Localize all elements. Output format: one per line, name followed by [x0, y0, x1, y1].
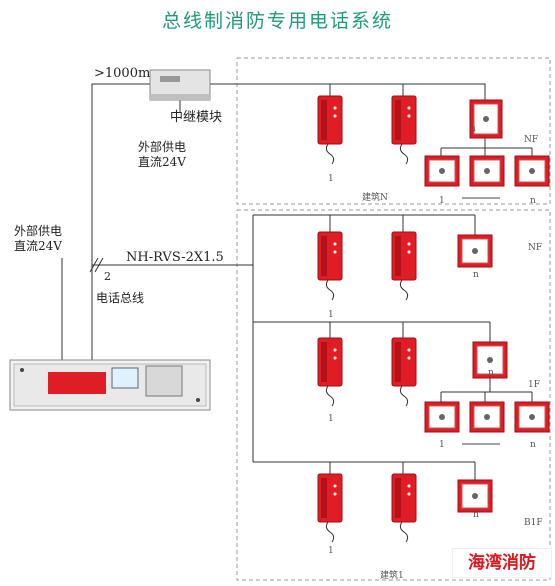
phone-label: 1 — [328, 546, 334, 556]
host-panel — [9, 359, 211, 411]
relay-module — [149, 69, 211, 101]
jack-label: n — [530, 440, 536, 450]
building-1-label: 建筑1 — [380, 571, 404, 581]
cable-count-label: 2 — [104, 270, 111, 283]
building-1-box — [236, 209, 551, 581]
fire-phone-icon — [317, 95, 343, 165]
phone-jack-icon — [457, 234, 493, 268]
fire-phone-icon — [391, 337, 417, 407]
fire-phone-icon — [317, 473, 343, 543]
host-speaker-icon — [48, 372, 106, 394]
jack-label: n — [473, 270, 479, 280]
floor-label-nf-top: NF — [524, 135, 539, 145]
phone-jack-icon — [424, 155, 460, 187]
floor-label-b1f: B1F — [524, 518, 543, 528]
phone-label: 1 — [328, 414, 334, 424]
phone-label: 1 — [328, 174, 334, 184]
floor-label-1f: 1F — [528, 380, 540, 390]
phone-jack-icon — [472, 341, 508, 379]
bus-label: 电话总线 — [96, 291, 145, 305]
floor-label-nf: NF — [528, 243, 543, 253]
jack-label: n — [470, 124, 476, 134]
fire-phone-icon — [317, 337, 343, 407]
phone-jack-icon — [457, 479, 493, 513]
host-keypad-icon — [145, 365, 183, 397]
phone-jack-icon — [469, 401, 505, 433]
phone-label: 1 — [328, 310, 334, 320]
building-n-box — [236, 57, 551, 205]
building-n-label: 建筑N — [362, 193, 388, 203]
jack-label: n — [488, 368, 494, 378]
phone-jack-icon — [424, 401, 460, 433]
jack-label: 1 — [439, 440, 445, 450]
cable-spec-label: NH-RVS-2X1.5 — [126, 250, 224, 265]
host-power-label: 外部供电 直流24V — [14, 224, 63, 253]
distance-label: >1000m — [94, 66, 151, 81]
phone-jack-icon — [469, 99, 503, 139]
fire-phone-icon — [391, 231, 417, 301]
jack-label: 1 — [439, 196, 445, 206]
fire-phone-icon — [391, 473, 417, 543]
jack-label: n — [530, 196, 536, 206]
relay-power-label: 外部供电 直流24V — [138, 140, 187, 169]
phone-jack-icon — [514, 155, 550, 187]
fire-phone-icon — [391, 95, 417, 165]
watermark: 海湾消防 — [452, 548, 552, 578]
phone-jack-icon — [514, 401, 550, 433]
fire-phone-icon — [317, 231, 343, 301]
relay-module-label: 中继模块 — [170, 110, 223, 125]
diagram-title: 总线制消防专用电话系统 — [161, 10, 393, 32]
host-display — [111, 367, 139, 389]
phone-jack-icon — [469, 155, 505, 187]
jack-label: n — [473, 510, 479, 520]
